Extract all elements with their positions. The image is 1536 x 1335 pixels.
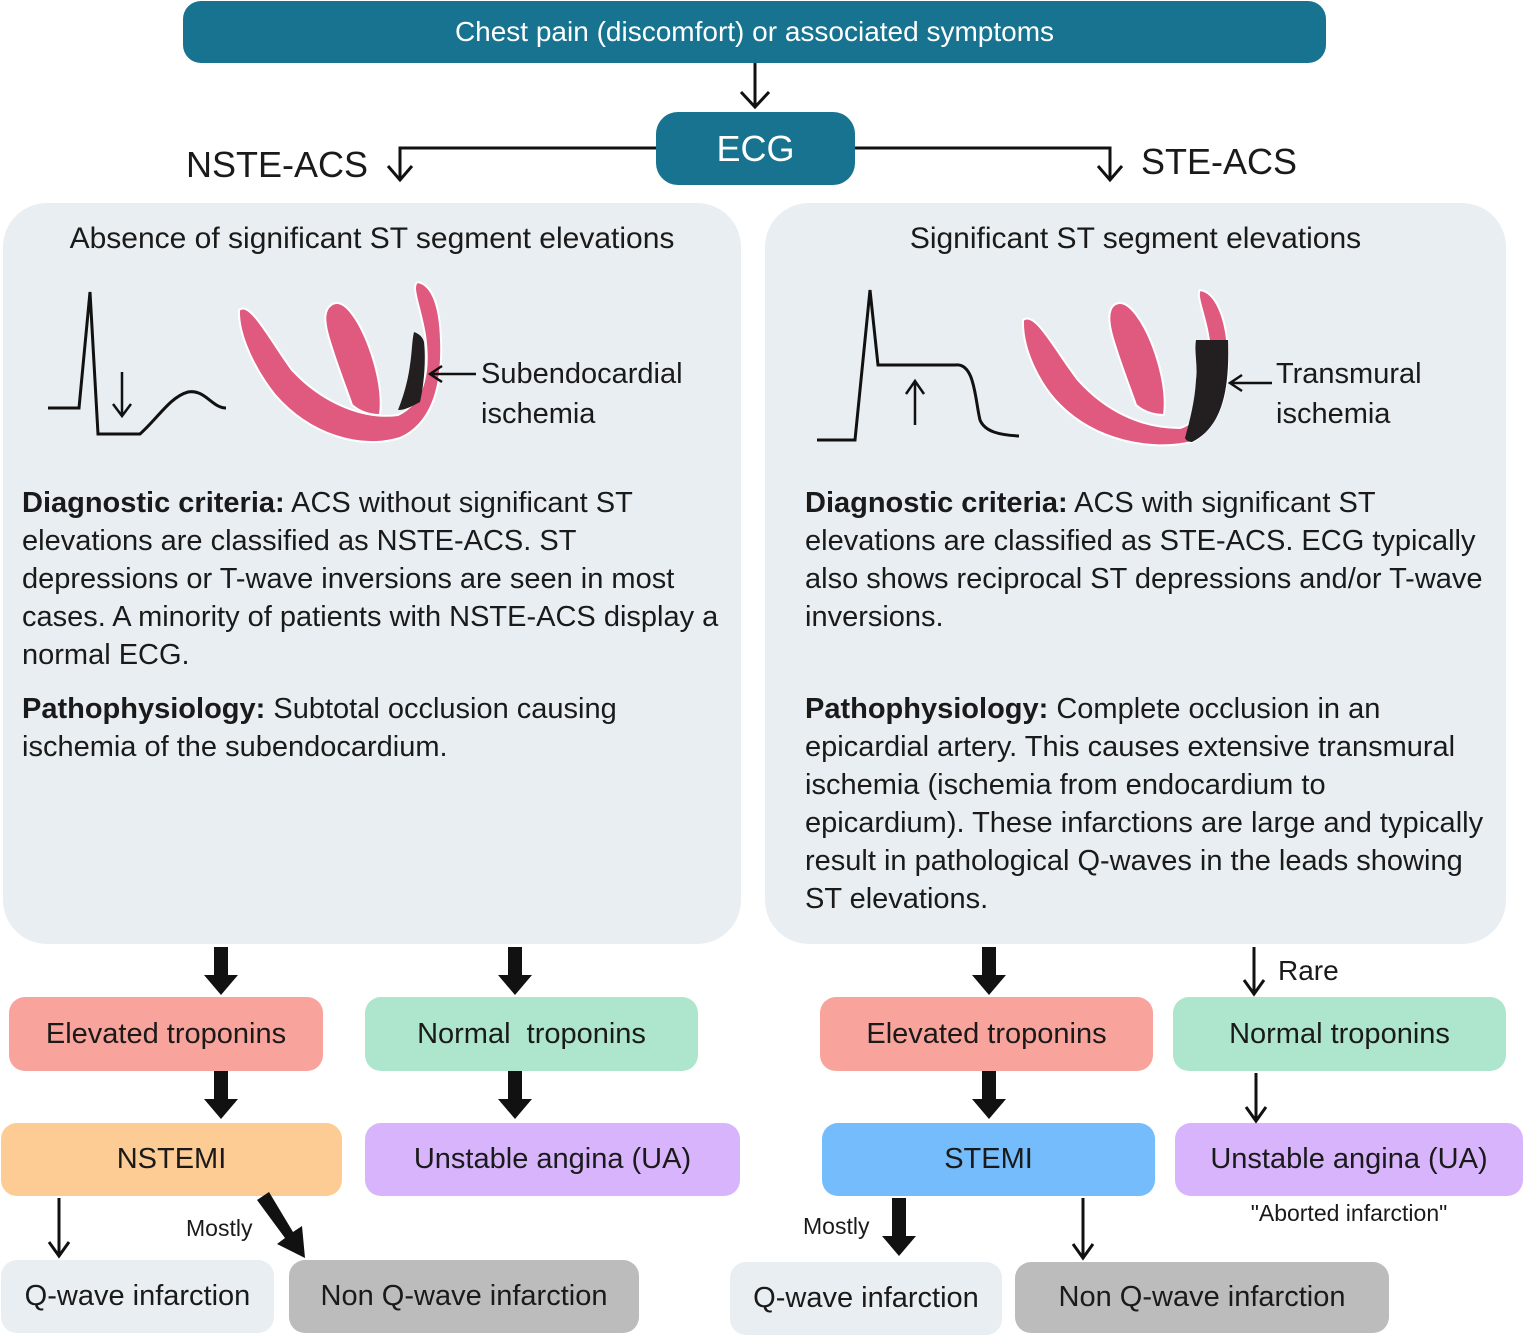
subendocardial-line1: Subendocardial [481,358,683,390]
st-elevation-arrow-icon [904,378,926,425]
nste-non-q-wave-label: Non Q-wave infarction [320,1280,608,1312]
ste-mostly-label: Mostly [803,1213,870,1239]
subendocardial-pointer-arrow-icon [427,364,476,384]
thin-arrows [47,947,1268,1261]
nste-normal-troponins-box: Normal troponins [365,997,698,1071]
arrow-to-stemi [972,1071,1006,1119]
nste-unstable-angina-label: Unstable angina (UA) [413,1143,692,1175]
arrow-nste-elevated [204,947,238,995]
arrow-rare [1242,947,1266,997]
ste-q-wave-box: Q-wave infarction [730,1262,1002,1335]
nste-elevated-troponins-label: Elevated troponins [45,1017,287,1050]
ste-elevated-troponins-label: Elevated troponins [866,1017,1107,1050]
nste-acs-label: NSTE-ACS [186,144,369,185]
arrow-ste-elevated [972,947,1006,995]
arrow-to-ecg [739,63,771,110]
nste-q-wave-box: Q-wave infarction [1,1260,274,1333]
ste-criteria-text: ACS with significant ST elevations are c… [805,487,1483,633]
stemi-label: STEMI [944,1143,1033,1175]
subendocardial-ischemia-label: Subendocardial ischemia [481,354,683,434]
nste-non-q-wave-box: Non Q-wave infarction [289,1260,639,1333]
nstemi-label: NSTEMI [116,1143,227,1175]
arrow-to-ste-acs [855,146,1124,183]
ste-q-wave-label: Q-wave infarction [753,1282,979,1314]
ste-unstable-angina-box: Unstable angina (UA) [1175,1123,1523,1196]
stemi-box: STEMI [822,1123,1155,1196]
arrow-to-nste-ua [498,1071,532,1119]
rare-label: Rare [1278,955,1339,986]
ste-non-q-wave-label: Non Q-wave infarction [1058,1281,1346,1313]
nste-patho-text: Subtotal occlusion causing ischemia of t… [22,693,617,763]
ste-elevated-troponins-box: Elevated troponins [820,997,1153,1071]
arrow-to-ste-ua [1244,1073,1268,1124]
transmural-pointer-arrow-icon [1227,373,1272,393]
nste-q-wave-label: Q-wave infarction [24,1280,251,1312]
thick-arrows [204,947,1006,1258]
arrow-stemi-non-q-wave [1071,1198,1095,1261]
arrow-to-nstemi [204,1071,238,1119]
transmural-line1: Transmural [1276,358,1422,390]
transmural-line2: ischemia [1276,398,1391,430]
nste-pathophysiology: Pathophysiology: Subtotal occlusion caus… [22,690,722,766]
arrow-nste-normal [498,947,532,995]
nste-panel-heading: Absence of significant ST segment elevat… [69,222,675,255]
ste-normal-troponins-box: Normal troponins [1173,997,1506,1071]
ecg-box: ECG [656,112,855,185]
arrow-stemi-q-wave [882,1198,916,1256]
ste-patho-text: Complete occlusion in an epicardial arte… [805,693,1484,915]
arrow-nstemi-q-wave [47,1198,71,1259]
ste-acs-label: STE-ACS [1141,141,1298,182]
ste-unstable-angina-label: Unstable angina (UA) [1210,1143,1488,1175]
chest-pain-box: Chest pain (discomfort) or associated sy… [183,1,1326,63]
ste-normal-troponins-label: Normal troponins [1229,1017,1450,1050]
ecg-label: ECG [716,127,795,169]
nste-unstable-angina-box: Unstable angina (UA) [365,1123,740,1196]
ste-pathophysiology: Pathophysiology: Complete occlusion in a… [805,690,1485,918]
nste-patho-label: Pathophysiology: [22,693,266,725]
arrow-to-nste-acs [386,146,656,183]
nste-ecg-trace [48,291,227,436]
heart-transmural-icon [1021,288,1230,447]
aborted-infarction-label: "Aborted infarction" [1250,1200,1448,1226]
heart-subendocardial-icon [237,280,443,444]
nste-diagnostic-criteria: Diagnostic criteria: ACS without signifi… [22,484,722,674]
ste-diagnostic-criteria: Diagnostic criteria: ACS with significan… [805,484,1485,636]
ste-non-q-wave-box: Non Q-wave infarction [1015,1262,1389,1333]
ste-criteria-label: Diagnostic criteria: [805,487,1068,519]
nste-mostly-label: Mostly [186,1215,253,1241]
nste-normal-troponins-label: Normal troponins [417,1017,646,1050]
transmural-ischemia-label: Transmural ischemia [1276,354,1422,434]
ste-panel-heading: Significant ST segment elevations [909,222,1362,255]
ste-ecg-trace [817,289,1020,442]
nste-criteria-label: Diagnostic criteria: [22,487,285,519]
arrow-nstemi-non-q-wave [257,1192,305,1258]
st-depression-arrow-icon [112,372,132,419]
nste-acs-panel [3,203,741,944]
nste-criteria-text: ACS without significant ST elevations ar… [22,487,719,671]
ste-patho-label: Pathophysiology: [805,693,1049,725]
subendocardial-line2: ischemia [481,398,596,430]
nste-elevated-troponins-box: Elevated troponins [9,997,323,1071]
nstemi-box: NSTEMI [1,1123,342,1196]
chest-pain-label: Chest pain (discomfort) or associated sy… [454,16,1055,47]
